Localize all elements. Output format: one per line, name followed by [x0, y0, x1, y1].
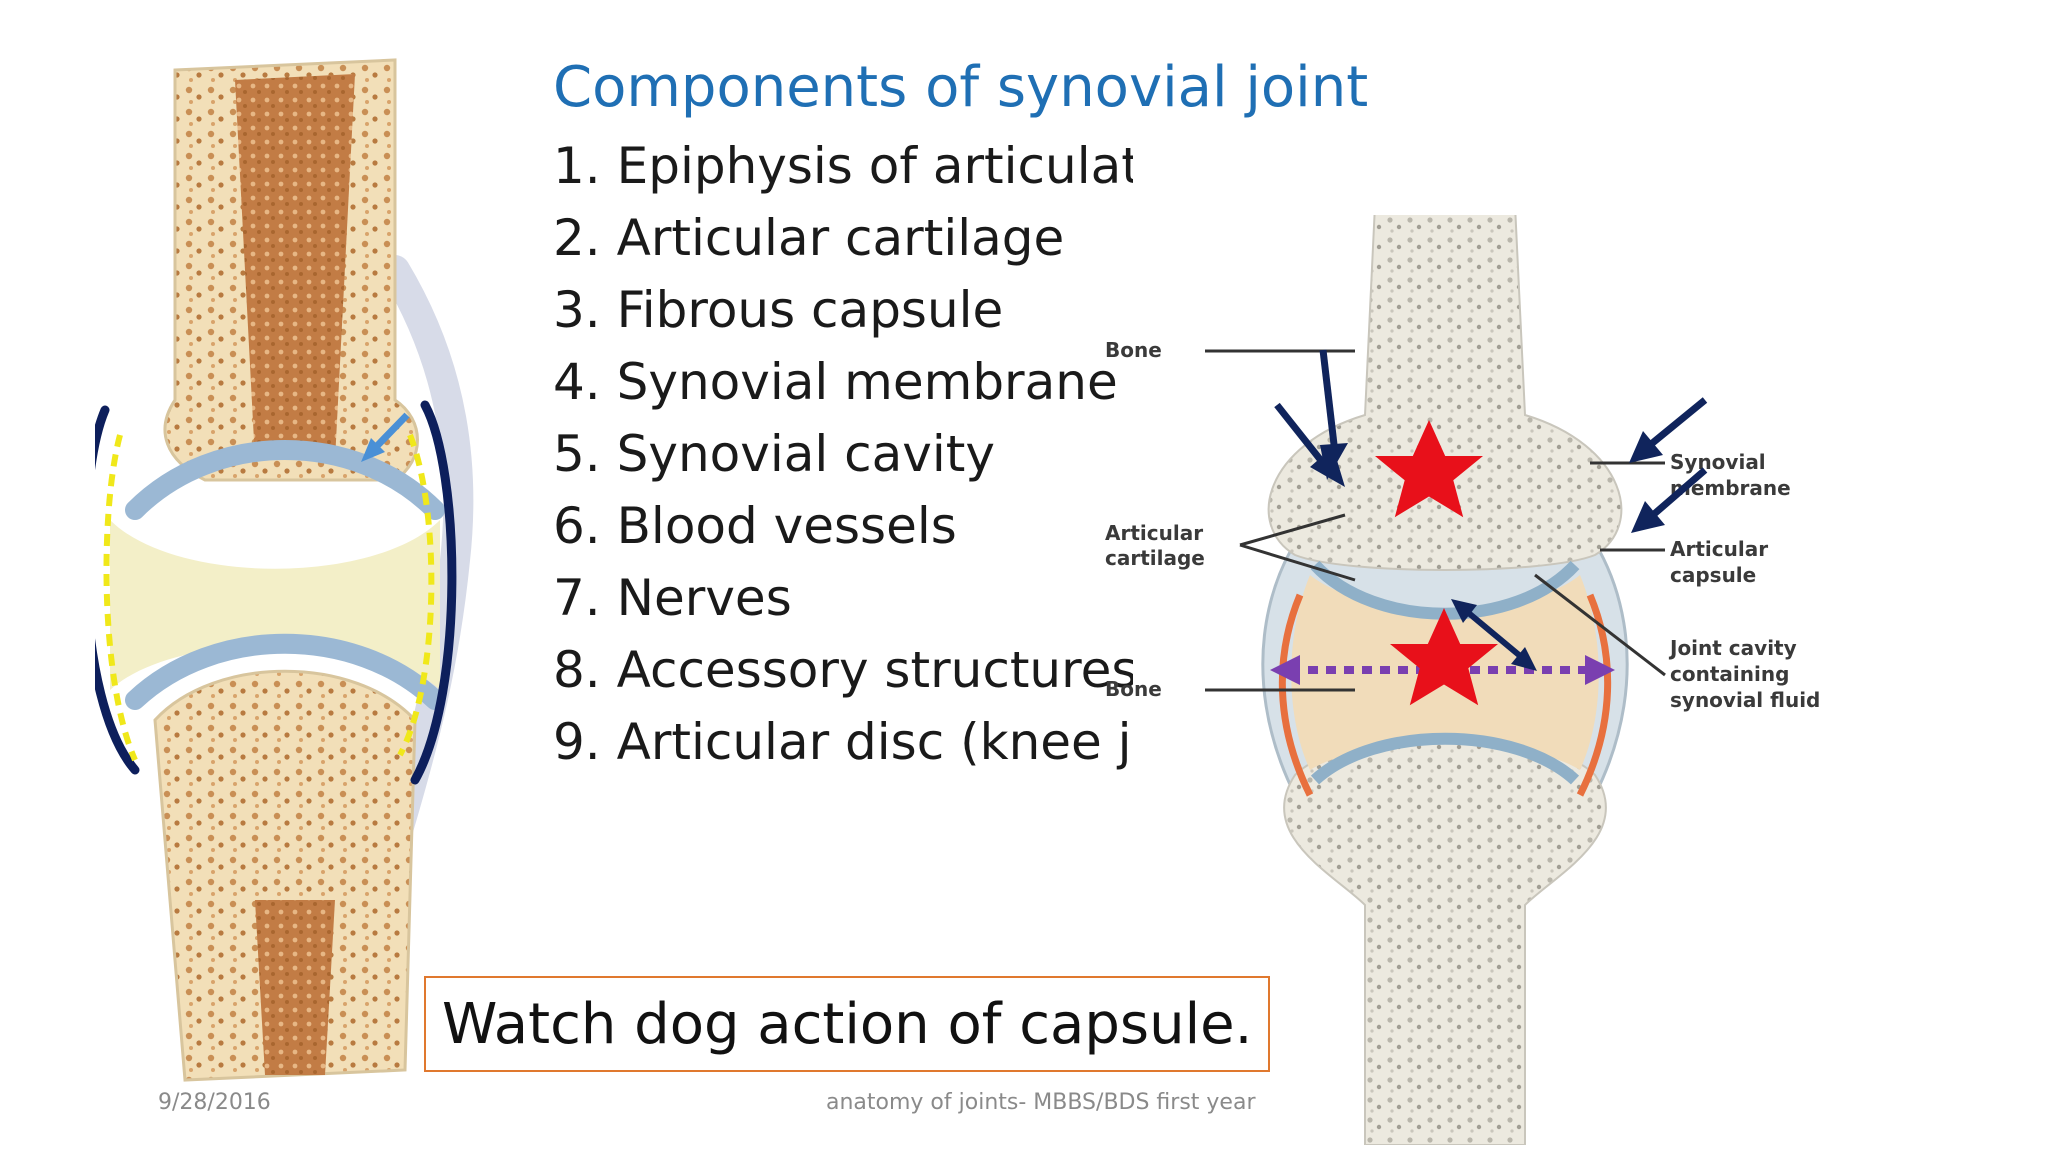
- list-item: 3. Fibrous capsule: [553, 281, 1004, 339]
- arrow-navy-icon: [1451, 599, 1477, 623]
- list-item: 2. Articular cartilage: [553, 209, 1065, 267]
- note-box: Watch dog action of capsule.: [424, 976, 1270, 1072]
- arrow-right-head-icon: [1585, 655, 1615, 685]
- footer-text: anatomy of joints- MBBS/BDS first year: [826, 1090, 1256, 1115]
- list-item: 8. Accessory structures: [553, 641, 1133, 699]
- label-synovial-membrane-1: Synovial: [1670, 450, 1766, 474]
- label-bone-top: Bone: [1105, 338, 1162, 362]
- list-item: 6. Blood vessels: [553, 497, 957, 555]
- list-item: 9. Articular disc (knee joint): [553, 713, 1133, 771]
- list-item: 5. Synovial cavity: [553, 425, 995, 483]
- components-list: 1. Epiphysis of articulating bones 2. Ar…: [553, 130, 1133, 778]
- label-joint-cavity-3: synovial fluid: [1670, 688, 1820, 712]
- slide-title: Components of synovial joint: [553, 55, 1369, 120]
- list-item: 4. Synovial membrane: [553, 353, 1118, 411]
- label-articular-capsule-1: Articular: [1670, 537, 1768, 561]
- arrow-left-head-icon: [1270, 655, 1300, 685]
- list-item: 1. Epiphysis of articulating bones: [553, 137, 1133, 195]
- label-articular-cartilage-1: Articular: [1105, 521, 1203, 545]
- arrow-navy-icon: [1629, 431, 1663, 463]
- right-joint-diagram: Bone Bone Articular cartilage Synovial m…: [1105, 215, 1820, 1145]
- arrow-navy-icon: [1310, 447, 1345, 487]
- label-joint-cavity-1: Joint cavity: [1668, 636, 1797, 660]
- footer-date: 9/28/2016: [158, 1090, 271, 1115]
- arrow-navy-icon: [1631, 501, 1665, 533]
- star-lower-icon: [1390, 608, 1498, 706]
- label-joint-cavity-2: containing: [1670, 662, 1789, 686]
- label-articular-cartilage-2: cartilage: [1105, 546, 1205, 570]
- note-text: Watch dog action of capsule.: [442, 992, 1253, 1057]
- label-bone-bottom: Bone: [1105, 677, 1162, 701]
- list-item: 7. Nerves: [553, 569, 792, 627]
- arrow-navy-icon: [1511, 647, 1537, 671]
- label-articular-capsule-2: capsule: [1670, 563, 1756, 587]
- left-joint-illustration: [95, 58, 474, 1082]
- star-upper-icon: [1375, 420, 1483, 518]
